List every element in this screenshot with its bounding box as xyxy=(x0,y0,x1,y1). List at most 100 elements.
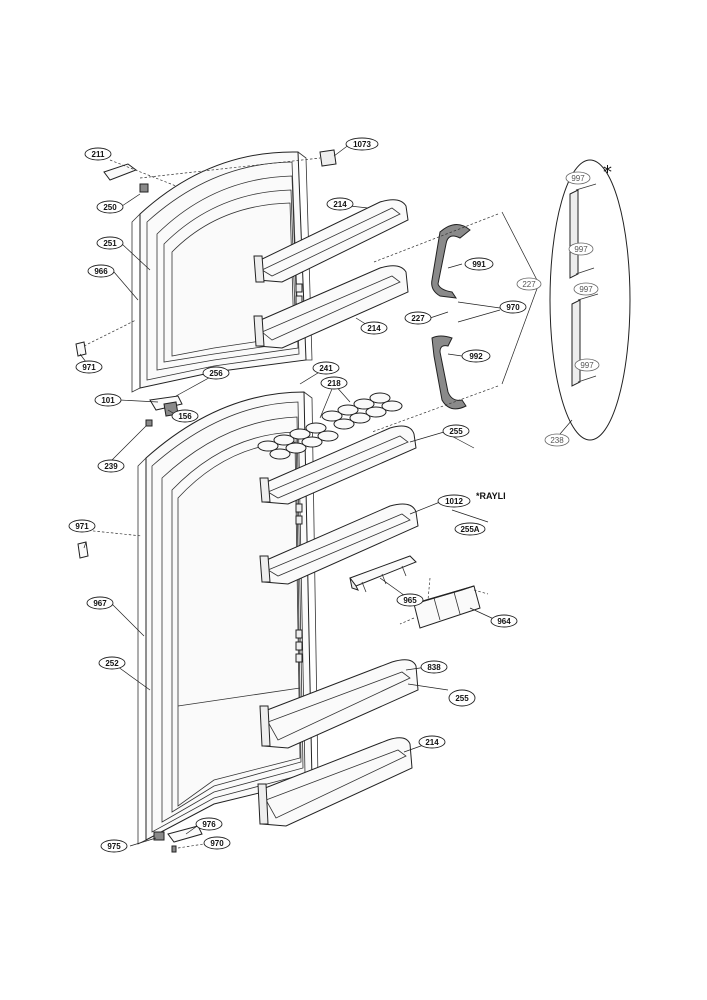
svg-text:970: 970 xyxy=(210,839,224,848)
svg-text:971: 971 xyxy=(82,363,96,372)
upper-door-shelf-top xyxy=(253,199,409,283)
callout-214-mid: 214 xyxy=(360,321,388,335)
callout-255-top: 255 xyxy=(442,424,470,438)
hinge-pin-250 xyxy=(139,183,149,193)
callout-252: 252 xyxy=(98,656,126,670)
svg-text:966: 966 xyxy=(94,267,108,276)
callout-218: 218 xyxy=(320,376,348,390)
callout-976: 976 xyxy=(195,817,223,831)
callout-227-left: 227 xyxy=(404,311,432,325)
svg-text:241: 241 xyxy=(319,364,333,373)
svg-text:992: 992 xyxy=(469,352,483,361)
callout-241: 241 xyxy=(312,361,340,375)
svg-text:251: 251 xyxy=(103,239,117,248)
svg-text:255A: 255A xyxy=(460,525,479,534)
svg-text:991: 991 xyxy=(472,260,486,269)
callout-239: 239 xyxy=(97,459,125,473)
svg-text:214: 214 xyxy=(333,200,347,209)
callout-227-right: 227 xyxy=(516,277,542,291)
callout-970-mid: 970 xyxy=(499,300,527,314)
callout-965: 965 xyxy=(396,593,424,607)
handle-top xyxy=(431,224,471,299)
callout-214-bottom: 214 xyxy=(418,735,446,749)
svg-text:256: 256 xyxy=(209,369,223,378)
svg-text:976: 976 xyxy=(202,820,216,829)
svg-text:964: 964 xyxy=(497,617,511,626)
callout-238: 238 xyxy=(544,433,570,447)
lower-door xyxy=(137,391,319,845)
callout-214-top: 214 xyxy=(326,197,354,211)
callout-971-bottom: 971 xyxy=(68,519,96,533)
callout-156: 156 xyxy=(171,409,199,423)
stopper-971-top xyxy=(75,341,87,357)
svg-text:239: 239 xyxy=(104,462,118,471)
callout-251: 251 xyxy=(96,236,124,250)
detail-oval xyxy=(549,159,631,441)
lower-shelf-1012 xyxy=(259,503,419,585)
callout-211: 211 xyxy=(84,147,112,161)
callout-1012: 1012 xyxy=(437,494,471,508)
svg-text:211: 211 xyxy=(92,150,105,159)
callout-967: 967 xyxy=(86,596,114,610)
cover-1073 xyxy=(319,149,337,167)
callout-256: 256 xyxy=(202,366,230,380)
lower-shelf-838 xyxy=(259,659,419,749)
upper-door-shelf-bottom xyxy=(253,265,409,349)
rayli-note: *RAYLI xyxy=(476,491,506,501)
callout-997-3: 997 xyxy=(573,282,599,296)
asterisk-mark: * xyxy=(603,162,612,183)
callout-991: 991 xyxy=(464,257,494,271)
svg-text:238: 238 xyxy=(550,436,564,445)
callout-250: 250 xyxy=(96,200,124,214)
svg-text:214: 214 xyxy=(425,738,439,747)
svg-text:255: 255 xyxy=(455,694,469,703)
svg-text:218: 218 xyxy=(327,379,341,388)
svg-text:997: 997 xyxy=(574,245,588,254)
svg-text:252: 252 xyxy=(105,659,119,668)
svg-text:255: 255 xyxy=(449,427,463,436)
callout-101: 101 xyxy=(94,393,122,407)
svg-text:156: 156 xyxy=(178,412,192,421)
svg-text:1012: 1012 xyxy=(445,497,463,506)
callout-1073: 1073 xyxy=(345,137,379,151)
lower-shelf-255 xyxy=(259,425,417,505)
callout-997-2: 997 xyxy=(568,242,594,256)
box-964 xyxy=(413,585,481,629)
egg-tray-right xyxy=(321,392,403,430)
callout-992: 992 xyxy=(461,349,491,363)
svg-text:838: 838 xyxy=(427,663,441,672)
callout-964: 964 xyxy=(490,614,518,628)
svg-text:101: 101 xyxy=(101,396,115,405)
svg-text:250: 250 xyxy=(103,203,117,212)
callout-255-bottom: 255 xyxy=(448,689,476,707)
callout-997-1: 997 xyxy=(565,171,591,185)
svg-text:967: 967 xyxy=(93,599,107,608)
callout-838: 838 xyxy=(420,660,448,674)
svg-text:997: 997 xyxy=(579,285,593,294)
stopper-971-bottom xyxy=(77,541,89,559)
callout-975: 975 xyxy=(100,839,128,853)
callout-255A: 255A xyxy=(454,522,486,536)
callout-970-bottom: 970 xyxy=(203,836,231,850)
svg-text:1073: 1073 xyxy=(353,140,371,149)
svg-text:227: 227 xyxy=(411,314,425,323)
callout-966: 966 xyxy=(87,264,115,278)
cap-211 xyxy=(103,163,138,181)
svg-text:227: 227 xyxy=(522,280,536,289)
svg-text:965: 965 xyxy=(403,596,417,605)
holder-965 xyxy=(349,555,417,593)
handle-bottom xyxy=(431,335,467,410)
egg-tray-left xyxy=(257,422,339,460)
svg-text:975: 975 xyxy=(107,842,121,851)
svg-text:970: 970 xyxy=(506,303,520,312)
svg-text:997: 997 xyxy=(571,174,585,183)
lower-shelf-214 xyxy=(257,737,413,827)
svg-text:214: 214 xyxy=(367,324,381,333)
svg-text:971: 971 xyxy=(75,522,89,531)
callout-971-top: 971 xyxy=(75,360,103,374)
svg-text:997: 997 xyxy=(580,361,594,370)
callout-997-4: 997 xyxy=(574,358,600,372)
bottom-hinge xyxy=(153,825,203,853)
